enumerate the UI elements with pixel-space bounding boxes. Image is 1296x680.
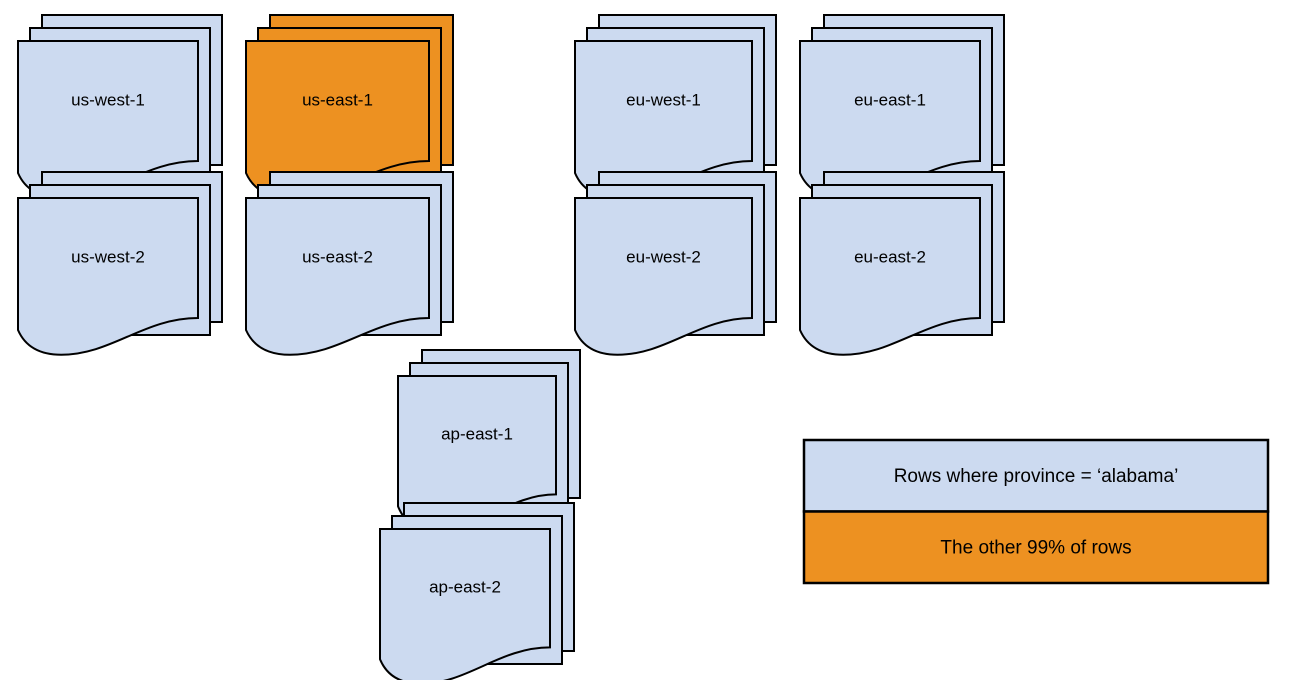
region-stacks-group: us-west-1 us-east-1 eu-west-1 eu-east-1 us-w… — [17, 14, 1005, 680]
legend-row-legend-orange: The other 99% of rows — [802, 510, 1270, 585]
stack-label-eu-west-1: eu-west-1 — [626, 90, 701, 109]
stack-front-sheet — [17, 197, 199, 356]
document-stack-eu-west-1[interactable]: eu-west-1 — [574, 14, 777, 199]
stack-front-sheet — [799, 197, 981, 356]
document-stack-us-east-2[interactable]: us-east-2 — [245, 171, 454, 356]
stack-front-sheet — [245, 197, 430, 356]
stack-label-eu-east-2: eu-east-2 — [854, 247, 926, 266]
stack-label-eu-west-2: eu-west-2 — [626, 247, 701, 266]
legend-group: Rows where province = ‘alabama’ The other… — [802, 438, 1270, 585]
stack-label-eu-east-1: eu-east-1 — [854, 90, 926, 109]
document-stack-eu-west-2[interactable]: eu-west-2 — [574, 171, 777, 356]
legend-row-legend-blue: Rows where province = ‘alabama’ — [802, 438, 1270, 513]
legend-label: Rows where province = ‘alabama’ — [894, 466, 1179, 487]
stack-label-us-east-1: us-east-1 — [302, 90, 373, 109]
stack-label-ap-east-1: ap-east-1 — [441, 425, 513, 444]
stack-front-sheet — [379, 528, 551, 680]
document-stack-us-west-1[interactable]: us-west-1 — [17, 14, 223, 199]
document-stack-ap-east-2[interactable]: ap-east-2 — [379, 502, 575, 680]
document-stack-us-west-2[interactable]: us-west-2 — [17, 171, 223, 356]
stack-label-us-west-2: us-west-2 — [71, 247, 145, 266]
stack-label-us-west-1: us-west-1 — [71, 90, 145, 109]
stack-label-ap-east-2: ap-east-2 — [429, 578, 501, 597]
legend-swatch — [802, 510, 1270, 585]
stack-label-us-east-2: us-east-2 — [302, 247, 373, 266]
document-stack-eu-east-2[interactable]: eu-east-2 — [799, 171, 1005, 356]
document-stack-eu-east-1[interactable]: eu-east-1 — [799, 14, 1005, 199]
document-stack-ap-east-1[interactable]: ap-east-1 — [397, 349, 581, 532]
legend-label: The other 99% of rows — [940, 537, 1131, 558]
stack-front-sheet — [574, 197, 753, 356]
document-stack-us-east-1[interactable]: us-east-1 — [245, 14, 454, 199]
